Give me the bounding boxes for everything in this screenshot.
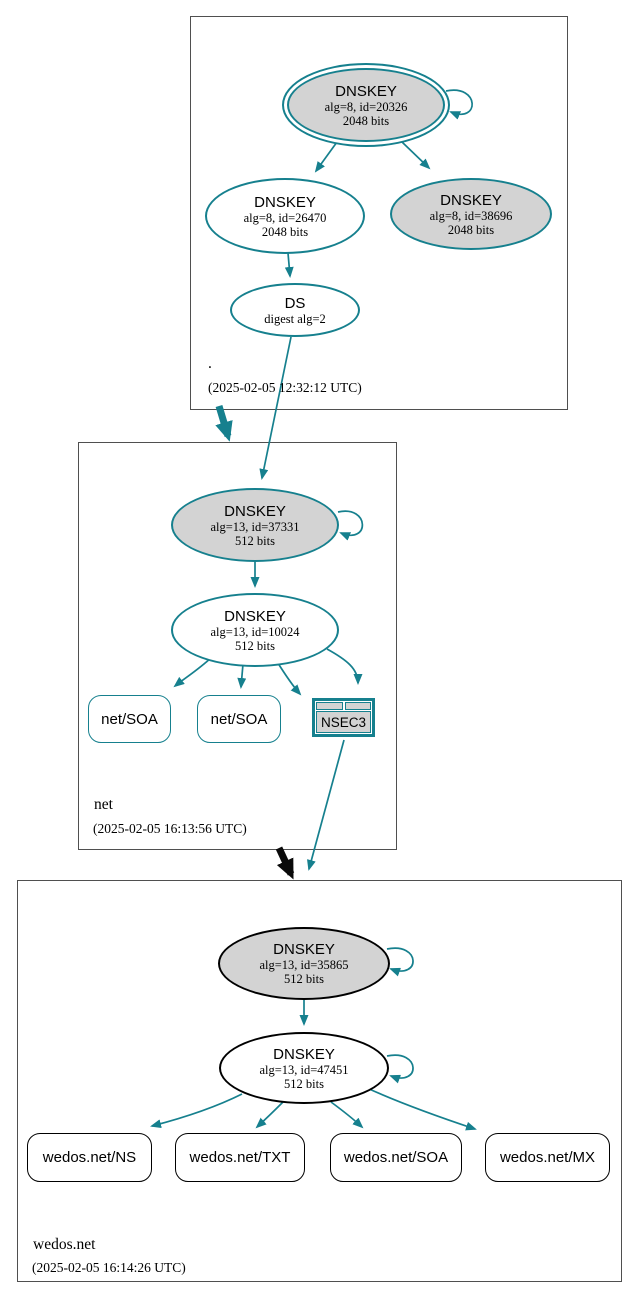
node-detail: alg=8, id=20326 xyxy=(324,99,408,114)
node-title: DNSKEY xyxy=(273,941,335,958)
node-title: DNSKEY xyxy=(254,193,316,211)
net-soa-record-node[interactable]: net/SOA xyxy=(88,695,171,743)
record-label: wedos.net/SOA xyxy=(343,1149,449,1166)
root-ksk-dnskey-node[interactable]: DNSKEY alg=8, id=20326 2048 bits xyxy=(282,63,450,147)
nsec3-label: NSEC3 xyxy=(316,711,371,733)
ksk-double-outline xyxy=(287,68,445,142)
wedos-soa-record-node[interactable]: wedos.net/SOA xyxy=(330,1133,462,1182)
wedos-ns-record-node[interactable]: wedos.net/NS xyxy=(27,1133,152,1182)
nsec3-cell xyxy=(344,702,371,710)
wedos-zsk-dnskey-node[interactable]: DNSKEY alg=13, id=47451 512 bits xyxy=(219,1032,389,1104)
zone-box-root xyxy=(190,16,568,410)
net-soa-record-node-2[interactable]: net/SOA xyxy=(197,695,281,743)
node-title: DNSKEY xyxy=(224,502,286,520)
wedos-ksk-dnskey-node[interactable]: DNSKEY alg=13, id=35865 512 bits xyxy=(218,927,390,1000)
root-zsk-dnskey-node[interactable]: DNSKEY alg=8, id=26470 2048 bits xyxy=(205,178,365,254)
zone-box-net xyxy=(78,442,397,850)
net-ksk-dnskey-node[interactable]: DNSKEY alg=13, id=37331 512 bits xyxy=(171,488,339,562)
root-ds-node[interactable]: DS digest alg=2 xyxy=(230,283,360,337)
node-title: DNSKEY xyxy=(440,191,502,209)
zone-timestamp: (2025-02-05 12:32:12 UTC) xyxy=(208,380,362,395)
node-detail: 2048 bits xyxy=(447,222,495,237)
zone-label: wedos.net xyxy=(33,1236,96,1253)
node-detail: 512 bits xyxy=(235,638,275,653)
record-label: wedos.net/TXT xyxy=(189,1149,291,1166)
node-title: DS xyxy=(284,294,306,312)
node-detail: alg=13, id=35865 xyxy=(259,958,349,972)
node-detail: 512 bits xyxy=(284,1076,324,1091)
node-detail: digest alg=2 xyxy=(264,311,326,326)
net-zsk-dnskey-node[interactable]: DNSKEY alg=13, id=10024 512 bits xyxy=(171,593,339,667)
zone-box-wedos-net xyxy=(17,880,622,1282)
wedos-mx-record-node[interactable]: wedos.net/MX xyxy=(485,1133,610,1182)
record-label: net/SOA xyxy=(210,710,268,728)
record-label: net/SOA xyxy=(101,710,158,728)
root-dnskey-38696-node[interactable]: DNSKEY alg=8, id=38696 2048 bits xyxy=(390,178,552,250)
node-detail: 512 bits xyxy=(284,972,324,986)
node-title: DNSKEY xyxy=(335,82,397,100)
nsec3-cell xyxy=(316,702,343,710)
node-detail: 512 bits xyxy=(235,533,275,548)
node-detail: alg=13, id=37331 xyxy=(210,519,300,534)
zone-label: . xyxy=(208,355,212,372)
node-detail: alg=8, id=26470 xyxy=(243,210,327,225)
node-title: DNSKEY xyxy=(273,1045,335,1063)
node-detail: alg=13, id=47451 xyxy=(259,1062,349,1077)
net-nsec3-node[interactable]: NSEC3 xyxy=(312,698,375,737)
zone-timestamp: (2025-02-05 16:13:56 UTC) xyxy=(93,821,247,836)
node-detail: alg=8, id=38696 xyxy=(429,208,513,223)
node-detail: alg=13, id=10024 xyxy=(210,624,300,639)
zone-label: net xyxy=(94,796,113,813)
node-detail: 2048 bits xyxy=(342,113,390,128)
node-detail: 2048 bits xyxy=(261,224,309,239)
node-title: DNSKEY xyxy=(224,607,286,625)
edge-net-to-wedos-delegation xyxy=(275,846,295,880)
edge-root-to-net-delegation xyxy=(215,404,233,442)
record-label: wedos.net/NS xyxy=(42,1149,137,1166)
wedos-txt-record-node[interactable]: wedos.net/TXT xyxy=(175,1133,305,1182)
zone-timestamp: (2025-02-05 16:14:26 UTC) xyxy=(32,1260,186,1275)
record-label: wedos.net/MX xyxy=(499,1149,596,1166)
